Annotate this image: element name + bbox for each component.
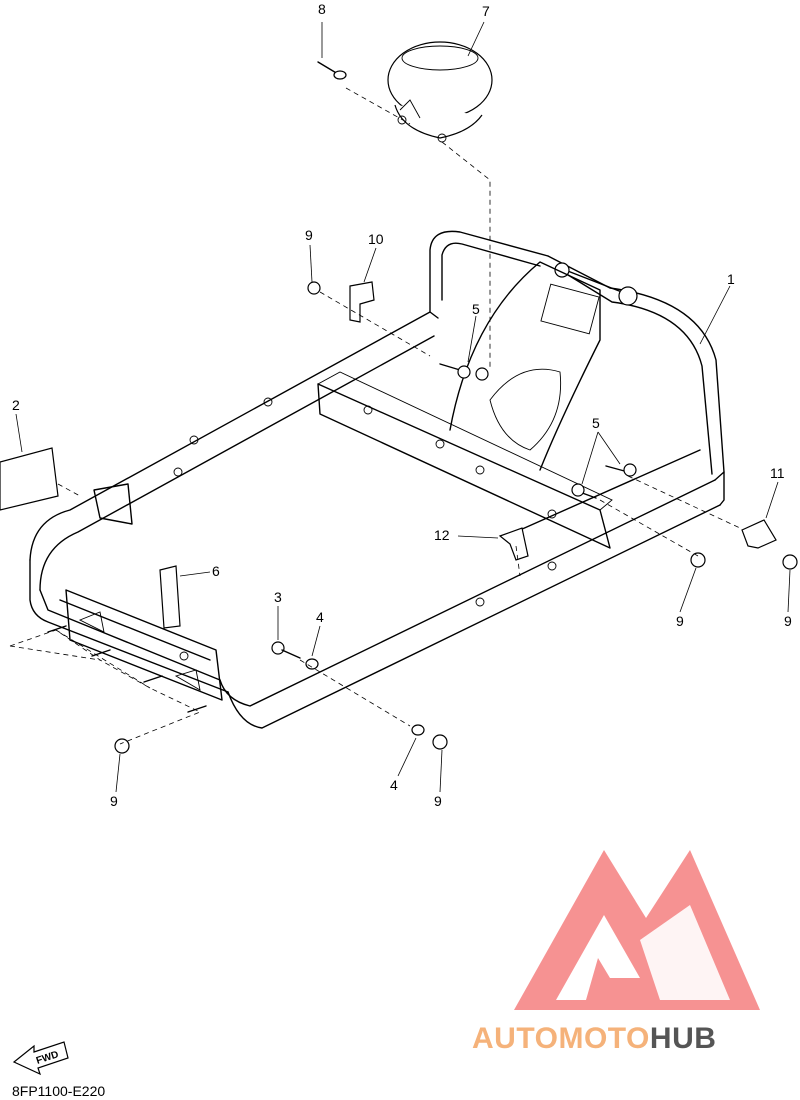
callout-12: 12: [434, 527, 450, 543]
callout-1: 1: [727, 271, 735, 287]
watermark-text: AUTOMOTOHUB: [472, 1022, 716, 1055]
washers-part-4: [305, 658, 425, 736]
callout-6: 6: [212, 563, 220, 579]
callouts: 8 7 1 2 9 10 5 5 11 12 6 3 4 9 9 9 4 9: [12, 1, 792, 809]
callout-3: 3: [274, 589, 282, 605]
frame-assembly: [29, 230, 725, 729]
studs: [47, 625, 207, 713]
clip-part-11: [741, 519, 777, 549]
bolts-part-5: [439, 363, 637, 499]
callout-8: 8: [318, 1, 326, 17]
callout-11: 11: [770, 465, 785, 481]
label-part-2: [0, 447, 59, 511]
bracket-part-12: [498, 527, 529, 561]
nuts-part-9: [114, 281, 798, 754]
callout-9-bottom: 9: [434, 793, 442, 809]
callout-4-lower: 4: [390, 777, 398, 793]
callout-9-right: 9: [676, 613, 684, 629]
callout-4-upper: 4: [316, 609, 324, 625]
callout-5-left: 5: [472, 301, 480, 317]
bolt-part-3: [271, 641, 301, 659]
diagram-code: 8FP1100-E220: [12, 1083, 105, 1099]
rivet-part: [317, 61, 347, 80]
callout-9-top: 9: [305, 227, 313, 243]
round-cover-part: [387, 41, 493, 143]
callout-5-right: 5: [592, 415, 600, 431]
callout-2: 2: [12, 397, 20, 413]
fwd-arrow-icon: FWD: [12, 1041, 69, 1076]
tag-part-6: [159, 565, 181, 629]
callout-7: 7: [482, 3, 490, 19]
callout-10: 10: [368, 231, 384, 247]
clip-part-10: [349, 281, 375, 323]
leader-lines: [9, 21, 791, 793]
callout-9-left: 9: [110, 793, 118, 809]
watermark-logo: AUTOMOTOHUB: [472, 850, 760, 1055]
callout-9-farright: 9: [784, 613, 792, 629]
